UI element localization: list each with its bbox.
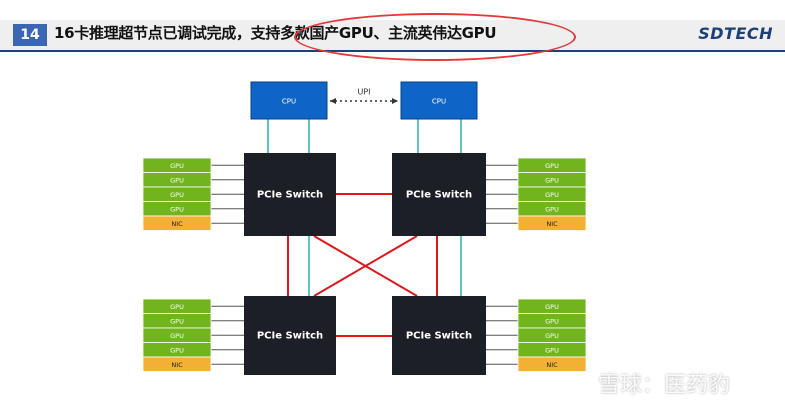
cpu-right bbox=[400, 81, 478, 120]
cpu-left bbox=[250, 81, 328, 120]
stack-top-left-nic bbox=[142, 215, 212, 231]
stack-bottom-right-nic-label: NIC bbox=[546, 361, 558, 369]
pcie-switch-bottom-right bbox=[392, 296, 486, 375]
stack-top-right-gpu-label: GPU bbox=[545, 162, 559, 170]
stack-top-left-gpu-label: GPU bbox=[170, 205, 184, 213]
cpu-left-label: CPU bbox=[282, 98, 296, 106]
company-logo: SDTECH bbox=[698, 24, 773, 43]
pcie-switch-top-right bbox=[392, 153, 486, 236]
upi-label: UPI bbox=[357, 88, 370, 97]
highlight-ellipse bbox=[294, 13, 576, 61]
stack-bottom-right-nic bbox=[517, 356, 587, 372]
stack-top-right-nic bbox=[517, 215, 587, 231]
pcie-switch-top-left bbox=[244, 153, 336, 236]
stack-bottom-left-nic bbox=[142, 356, 212, 372]
stack-bottom-left-gpu-label: GPU bbox=[170, 303, 184, 311]
stack-bottom-right-gpu-label: GPU bbox=[545, 303, 559, 311]
cpu-right-label: CPU bbox=[432, 98, 446, 106]
watermark: 雪球：医药豹 bbox=[598, 373, 731, 398]
pcie-switch-bottom-left-label: PCIe Switch bbox=[257, 331, 323, 342]
stack-bottom-left-nic-label: NIC bbox=[171, 361, 183, 369]
pcie-switch-bottom-left bbox=[244, 296, 336, 375]
upi-arrow-right bbox=[392, 98, 398, 104]
switch-link-cross-b bbox=[313, 235, 418, 297]
slide-number: 14 bbox=[13, 24, 47, 46]
stack-top-left-gpu-label: GPU bbox=[170, 162, 184, 170]
stack-top-right-gpu-label: GPU bbox=[545, 191, 559, 199]
stack-top-left-nic-label: NIC bbox=[171, 220, 183, 228]
upi-arrow-left bbox=[330, 98, 336, 104]
pcie-switch-bottom-right-label: PCIe Switch bbox=[406, 331, 472, 342]
stack-top-right-nic-label: NIC bbox=[546, 220, 558, 228]
stack-top-right-gpu-label: GPU bbox=[545, 176, 559, 184]
stack-bottom-left-gpu-label: GPU bbox=[170, 346, 184, 354]
stack-top-right-gpu-label: GPU bbox=[545, 205, 559, 213]
stack-bottom-right-gpu-label: GPU bbox=[545, 317, 559, 325]
stack-top-left-gpu-label: GPU bbox=[170, 191, 184, 199]
stack-bottom-left-gpu-label: GPU bbox=[170, 317, 184, 325]
stack-bottom-right-gpu-label: GPU bbox=[545, 346, 559, 354]
stack-top-left-gpu-label: GPU bbox=[170, 176, 184, 184]
stack-bottom-right-gpu-label: GPU bbox=[545, 332, 559, 340]
pcie-switch-top-right-label: PCIe Switch bbox=[406, 190, 472, 201]
stack-bottom-left-gpu-label: GPU bbox=[170, 332, 184, 340]
pcie-switch-top-left-label: PCIe Switch bbox=[257, 190, 323, 201]
